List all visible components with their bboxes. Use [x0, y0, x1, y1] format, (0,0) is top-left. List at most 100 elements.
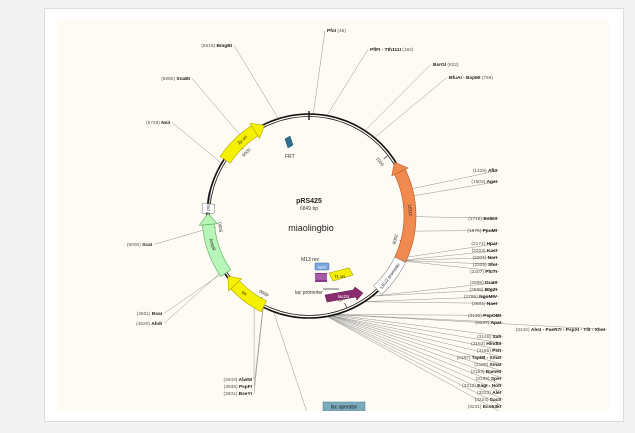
feat-ori-head [227, 275, 243, 292]
site-bmgbi: (6518) BmgBI [201, 43, 232, 49]
site-bsteii: (1718) BstEII [468, 216, 497, 222]
site-bsrgi: BsrGI (632) [433, 62, 459, 68]
site-pos-eagi: (3212) [462, 383, 477, 389]
leader-alei [327, 316, 504, 393]
site-pos-hpai: (2174) [471, 241, 486, 247]
leader-agei [409, 181, 500, 197]
site-pos-snabi: (6080) [161, 76, 176, 82]
leader-aflii [407, 170, 500, 190]
site-name-alei: AleI [492, 390, 501, 396]
site-pluti: (2207) PluTI [470, 269, 498, 275]
leader-nsii [171, 122, 222, 164]
site-name-bfuai: BfuAI - BspMI [449, 75, 482, 81]
site-pos-pfoi: (46) [337, 28, 346, 34]
site-kasi: (2203) KasI [472, 248, 498, 254]
site-pos-psti: (3185) [477, 348, 492, 354]
leader-snabi [191, 78, 244, 139]
site-pos-bsai: (4501) [137, 311, 152, 317]
site-btgzi: (2698) BtgZI [470, 287, 498, 293]
site-name-tspmi: TspMI - XmaI [472, 355, 502, 361]
site-name-scai: ScaI [142, 242, 153, 248]
plasmid-name: pRS425 [296, 198, 322, 205]
site-bamhi: (3193) BamHI [471, 369, 502, 375]
site-name-eagi: EagI - NotI [477, 383, 501, 389]
lac-operator-tag-label: lac operator [331, 405, 358, 411]
lacz-feature: lacZα [324, 286, 364, 303]
site-pos-alei: (3223) [477, 390, 492, 396]
site-bsai: (4501) BsaI [137, 311, 163, 317]
site-ngomiv: (2799) NgoMIV [464, 294, 498, 300]
feat-leu2: LEU2 [391, 161, 417, 263]
feat-leu2-promoter: LEU2 promoter [373, 256, 406, 295]
feat-ori-label: ori [241, 290, 248, 297]
leader-bfuai [374, 77, 448, 138]
site-name-agei: AgeI [487, 179, 498, 185]
watermark: miaolingbio [288, 223, 334, 233]
site-name-pspfi: PspFI [239, 384, 253, 390]
feat-ampr-promoter: AmpR promoter [201, 192, 216, 225]
frt-feature: FRT [284, 135, 295, 160]
site-pos-bamhi: (3193) [471, 369, 486, 375]
site-name-bsteii: BstEII [483, 216, 497, 222]
site-spei: (3199) SpeI [476, 376, 502, 382]
leader-naei [364, 301, 500, 304]
feat-ampr-label: AmpR [208, 238, 217, 252]
site-name-naei: NaeI [487, 301, 498, 307]
site-name-draiii: DraIII [485, 280, 498, 286]
site-pos-ngomiv: (2799) [464, 294, 479, 300]
site-hpai: (2174) HpaI [471, 241, 497, 247]
lac-promoter-feature: lac promoter [295, 288, 339, 296]
site-pos-bsteii: (1718) [468, 216, 483, 222]
feat-leu2-body [394, 168, 417, 263]
feat-2u-ori: 2μ ori [219, 122, 265, 164]
site-sali: (3148) SalI [477, 334, 501, 340]
site-name-kasi: KasI [487, 248, 498, 254]
site-eco53ki: (3231) Eco53kI [468, 404, 502, 410]
site-bfuai: BfuAI - BspMI (759) [449, 75, 493, 81]
site-name-pflfi: PflFI - Tth111I [370, 47, 402, 53]
site-draiii: (2698) DraIII [470, 280, 498, 286]
site-name-nari: NarI [488, 255, 498, 261]
feat-leu2-head [391, 161, 409, 177]
site-pflfi: PflFI - Tth111I (192) [370, 47, 414, 53]
site-name-ppumi: PpuMI [483, 228, 498, 234]
leader-pflfi [326, 49, 369, 116]
site-name-eco53ki: Eco53kI [483, 404, 502, 410]
site-pos-alwni: (4043) [223, 377, 238, 383]
site-pos-bmgbi: (6518) [201, 43, 216, 49]
site-pos-agei: (1503) [471, 179, 486, 185]
feat-ampr-promoter-body [201, 202, 216, 214]
feat-ampr-head [198, 212, 218, 226]
leader-ahdi [163, 270, 224, 324]
site-bseyi: (3931) BseYI [223, 391, 252, 397]
leader-nari [400, 257, 500, 261]
leader-saci [327, 316, 504, 400]
feat-ori: ori [227, 275, 267, 313]
leader-scai [153, 228, 208, 245]
site-pos-pspfi: (3935) [224, 384, 239, 390]
leader-psti [331, 315, 504, 351]
site-name-bseyi: BseYI [239, 391, 253, 397]
leader-kasi [400, 250, 500, 261]
site-pos-pspomi: (3135) [468, 313, 483, 319]
f1-ori-feature: f1 ori [328, 267, 354, 282]
site-name-sali: SalI [492, 334, 501, 340]
site-pos-ppumi: (1875) [467, 228, 482, 234]
leader-hindiii [333, 314, 504, 344]
leader-sfoi [400, 260, 500, 265]
site-pos-scai: (5000) [127, 242, 142, 248]
site-name-bsrgi: BsrGI [433, 62, 447, 68]
site-name-ahdi: AhdI [151, 321, 162, 327]
site-pos-sfoi: (2205) [473, 262, 488, 268]
leader-btgzi [372, 289, 500, 297]
site-nsii: (5728) NsiI [146, 120, 171, 126]
f1-ori-label: f1 ori [335, 274, 345, 279]
site-tspmi: (3187) TspMI - XmaI [457, 355, 502, 361]
site-pfoi: PfoI (46) [327, 28, 346, 34]
site-aflii: (1428) AflII [473, 168, 498, 174]
site-naei: (2801) NaeI [472, 301, 498, 307]
tick-label-4000: 4000 [258, 288, 270, 298]
leader-bmgbi [233, 45, 279, 119]
leader-eagi [328, 315, 504, 386]
